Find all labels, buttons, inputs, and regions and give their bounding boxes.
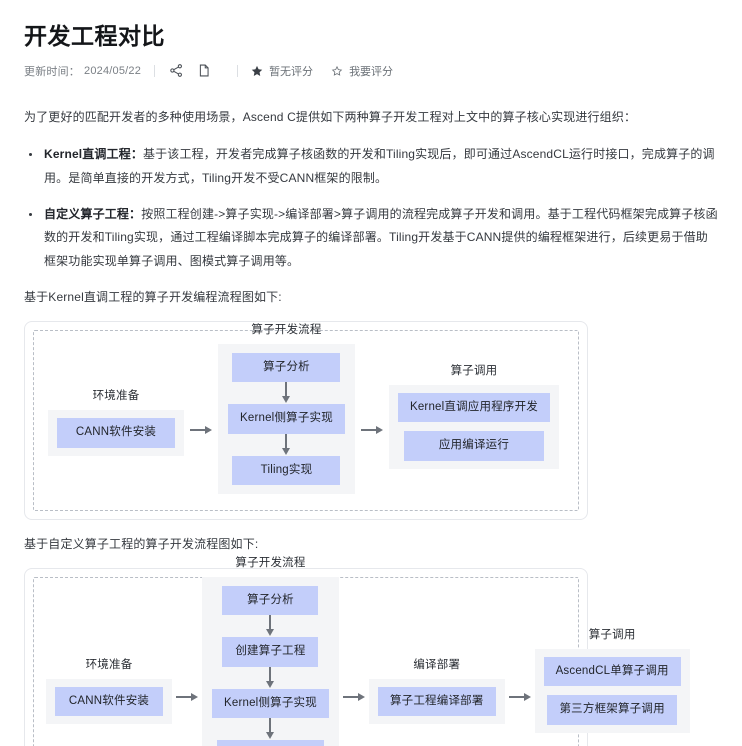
- flow-node[interactable]: 算子工程编译部署: [377, 686, 496, 717]
- column-title: 算子开发流程: [251, 323, 322, 336]
- caption-diagram-2: 基于自定义算子工程的算子开发流程图如下:: [24, 537, 259, 552]
- diagram-dashed-frame: 环境准备 CANN软件安装 算子开发流程 算子分析 创建算子工程 Kernel侧…: [33, 557, 690, 746]
- column-title: 环境准备: [85, 658, 133, 671]
- diagram-card-1: 环境准备 CANN软件安装 算子开发流程 算子分析 Kernel侧算子实现 Ti…: [24, 320, 588, 521]
- bullet-term: 自定义算子工程：: [44, 207, 142, 222]
- arrow-down-icon: [264, 666, 276, 689]
- divider: [154, 64, 156, 77]
- star-outline-icon: [331, 65, 343, 77]
- arrow-down-icon: [264, 615, 276, 637]
- flow-column-dev-process: 算子开发流程 算子分析 创建算子工程 Kernel侧算子实现 Host侧算子实现: [202, 554, 339, 746]
- arrow-right-icon: [174, 691, 200, 703]
- list-item: Kernel直调工程：基于该工程，开发者完成算子核函数的开发和Tiling实现后…: [42, 143, 718, 190]
- flow-node[interactable]: 第三方框架算子调用: [547, 695, 677, 725]
- diagram-card-2: 环境准备 CANN软件安装 算子开发流程 算子分析 创建算子工程 Kernel侧…: [24, 557, 690, 746]
- column-title: 算子调用: [588, 628, 636, 641]
- rating-display: 暂无评分: [251, 63, 313, 79]
- column-group: 算子分析 Kernel侧算子实现 Tiling实现: [218, 343, 355, 495]
- column-group: Kernel直调应用程序开发 应用编译运行: [388, 384, 559, 469]
- flow-node[interactable]: Kernel直调应用程序开发: [397, 392, 550, 423]
- flow-column-compile-deploy: 编译部署 算子工程编译部署: [368, 656, 505, 725]
- column-group: 算子分析 创建算子工程 Kernel侧算子实现 Host侧算子实现: [202, 576, 339, 746]
- flow-node[interactable]: Tiling实现: [232, 455, 341, 486]
- rating-text: 暂无评分: [269, 65, 314, 78]
- column-group: CANN软件安装: [48, 410, 184, 456]
- flow-column-env-prep: 环境准备 CANN软件安装: [48, 387, 184, 456]
- list-item: 自定义算子工程：按照工程创建->算子实现->编译部署>算子调用的流程完成算子开发…: [42, 203, 718, 273]
- caption-diagram-1: 基于Kernel直调工程的算子开发编程流程图如下:: [24, 290, 282, 305]
- flow-diagram-2: 环境准备 CANN软件安装 算子开发流程 算子分析 创建算子工程 Kernel侧…: [34, 557, 690, 746]
- document-icon[interactable]: [196, 62, 213, 79]
- flow-node[interactable]: Kernel侧算子实现: [212, 688, 329, 719]
- column-title: 算子调用: [450, 364, 498, 377]
- rate-text: 我要评分: [349, 65, 394, 78]
- bullet-term: Kernel直调工程：: [44, 147, 143, 162]
- column-group: CANN软件安装: [46, 678, 172, 725]
- flow-column-operator-call: 算子调用 AscendCL单算子调用 第三方框架算子调用: [534, 626, 690, 733]
- flow-column-dev-process: 算子开发流程 算子分析 Kernel侧算子实现 Tiling实现: [218, 321, 355, 495]
- flow-node[interactable]: Kernel侧算子实现: [228, 404, 345, 434]
- column-title: 算子开发流程: [235, 556, 306, 569]
- star-filled-icon: [251, 65, 263, 77]
- column-group: 算子工程编译部署: [368, 678, 505, 725]
- column-title: 编译部署: [413, 658, 461, 671]
- flow-diagram-1: 环境准备 CANN软件安装 算子开发流程 算子分析 Kernel侧算子实现 Ti…: [34, 324, 578, 511]
- arrow-right-icon: [341, 691, 367, 703]
- bullet-text: 按照工程创建->算子实现->编译部署>算子调用的流程完成算子开发和调用。基于工程…: [44, 207, 718, 268]
- flow-column-env-prep: 环境准备 CANN软件安装: [46, 656, 172, 725]
- share-icon[interactable]: [168, 62, 185, 79]
- diagram-dashed-frame: 环境准备 CANN软件安装 算子开发流程 算子分析 Kernel侧算子实现 Ti…: [33, 324, 579, 512]
- divider: [237, 64, 239, 77]
- column-group: AscendCL单算子调用 第三方框架算子调用: [534, 648, 690, 733]
- flow-node[interactable]: 创建算子工程: [222, 637, 319, 667]
- flow-node[interactable]: CANN软件安装: [55, 686, 163, 717]
- updated-date: 2024/05/22: [84, 64, 142, 77]
- rate-action[interactable]: 我要评分: [331, 63, 393, 79]
- intro-paragraph: 为了更好的匹配开发者的多种使用场景，Ascend C提供如下两种算子开发工程对上…: [24, 109, 637, 124]
- updated-label: 更新时间：: [24, 65, 80, 78]
- arrow-down-icon: [280, 433, 292, 456]
- column-title: 环境准备: [92, 390, 140, 403]
- flow-node[interactable]: 算子分析: [222, 585, 319, 616]
- bullet-text: 基于该工程，开发者完成算子核函数的开发和Tiling实现后，即可通过Ascend…: [44, 147, 715, 185]
- flow-node[interactable]: Host侧算子实现: [217, 740, 324, 746]
- flow-node[interactable]: CANN软件安装: [57, 418, 175, 448]
- flow-node[interactable]: AscendCL单算子调用: [543, 656, 681, 687]
- arrow-right-icon: [188, 424, 214, 436]
- document-meta-row: 更新时间： 2024/05/22: [24, 63, 718, 79]
- arrow-right-icon: [507, 691, 533, 703]
- flow-node[interactable]: 算子分析: [232, 352, 341, 383]
- arrow-down-icon: [264, 718, 276, 740]
- page-title: 开发工程对比: [24, 23, 165, 49]
- flow-column-operator-call: 算子调用 Kernel直调应用程序开发 应用编译运行: [388, 362, 559, 469]
- bullet-list: Kernel直调工程：基于该工程，开发者完成算子核函数的开发和Tiling实现后…: [24, 143, 718, 273]
- flow-node[interactable]: 应用编译运行: [403, 431, 544, 461]
- arrow-down-icon: [280, 382, 292, 404]
- arrow-right-icon: [359, 424, 385, 436]
